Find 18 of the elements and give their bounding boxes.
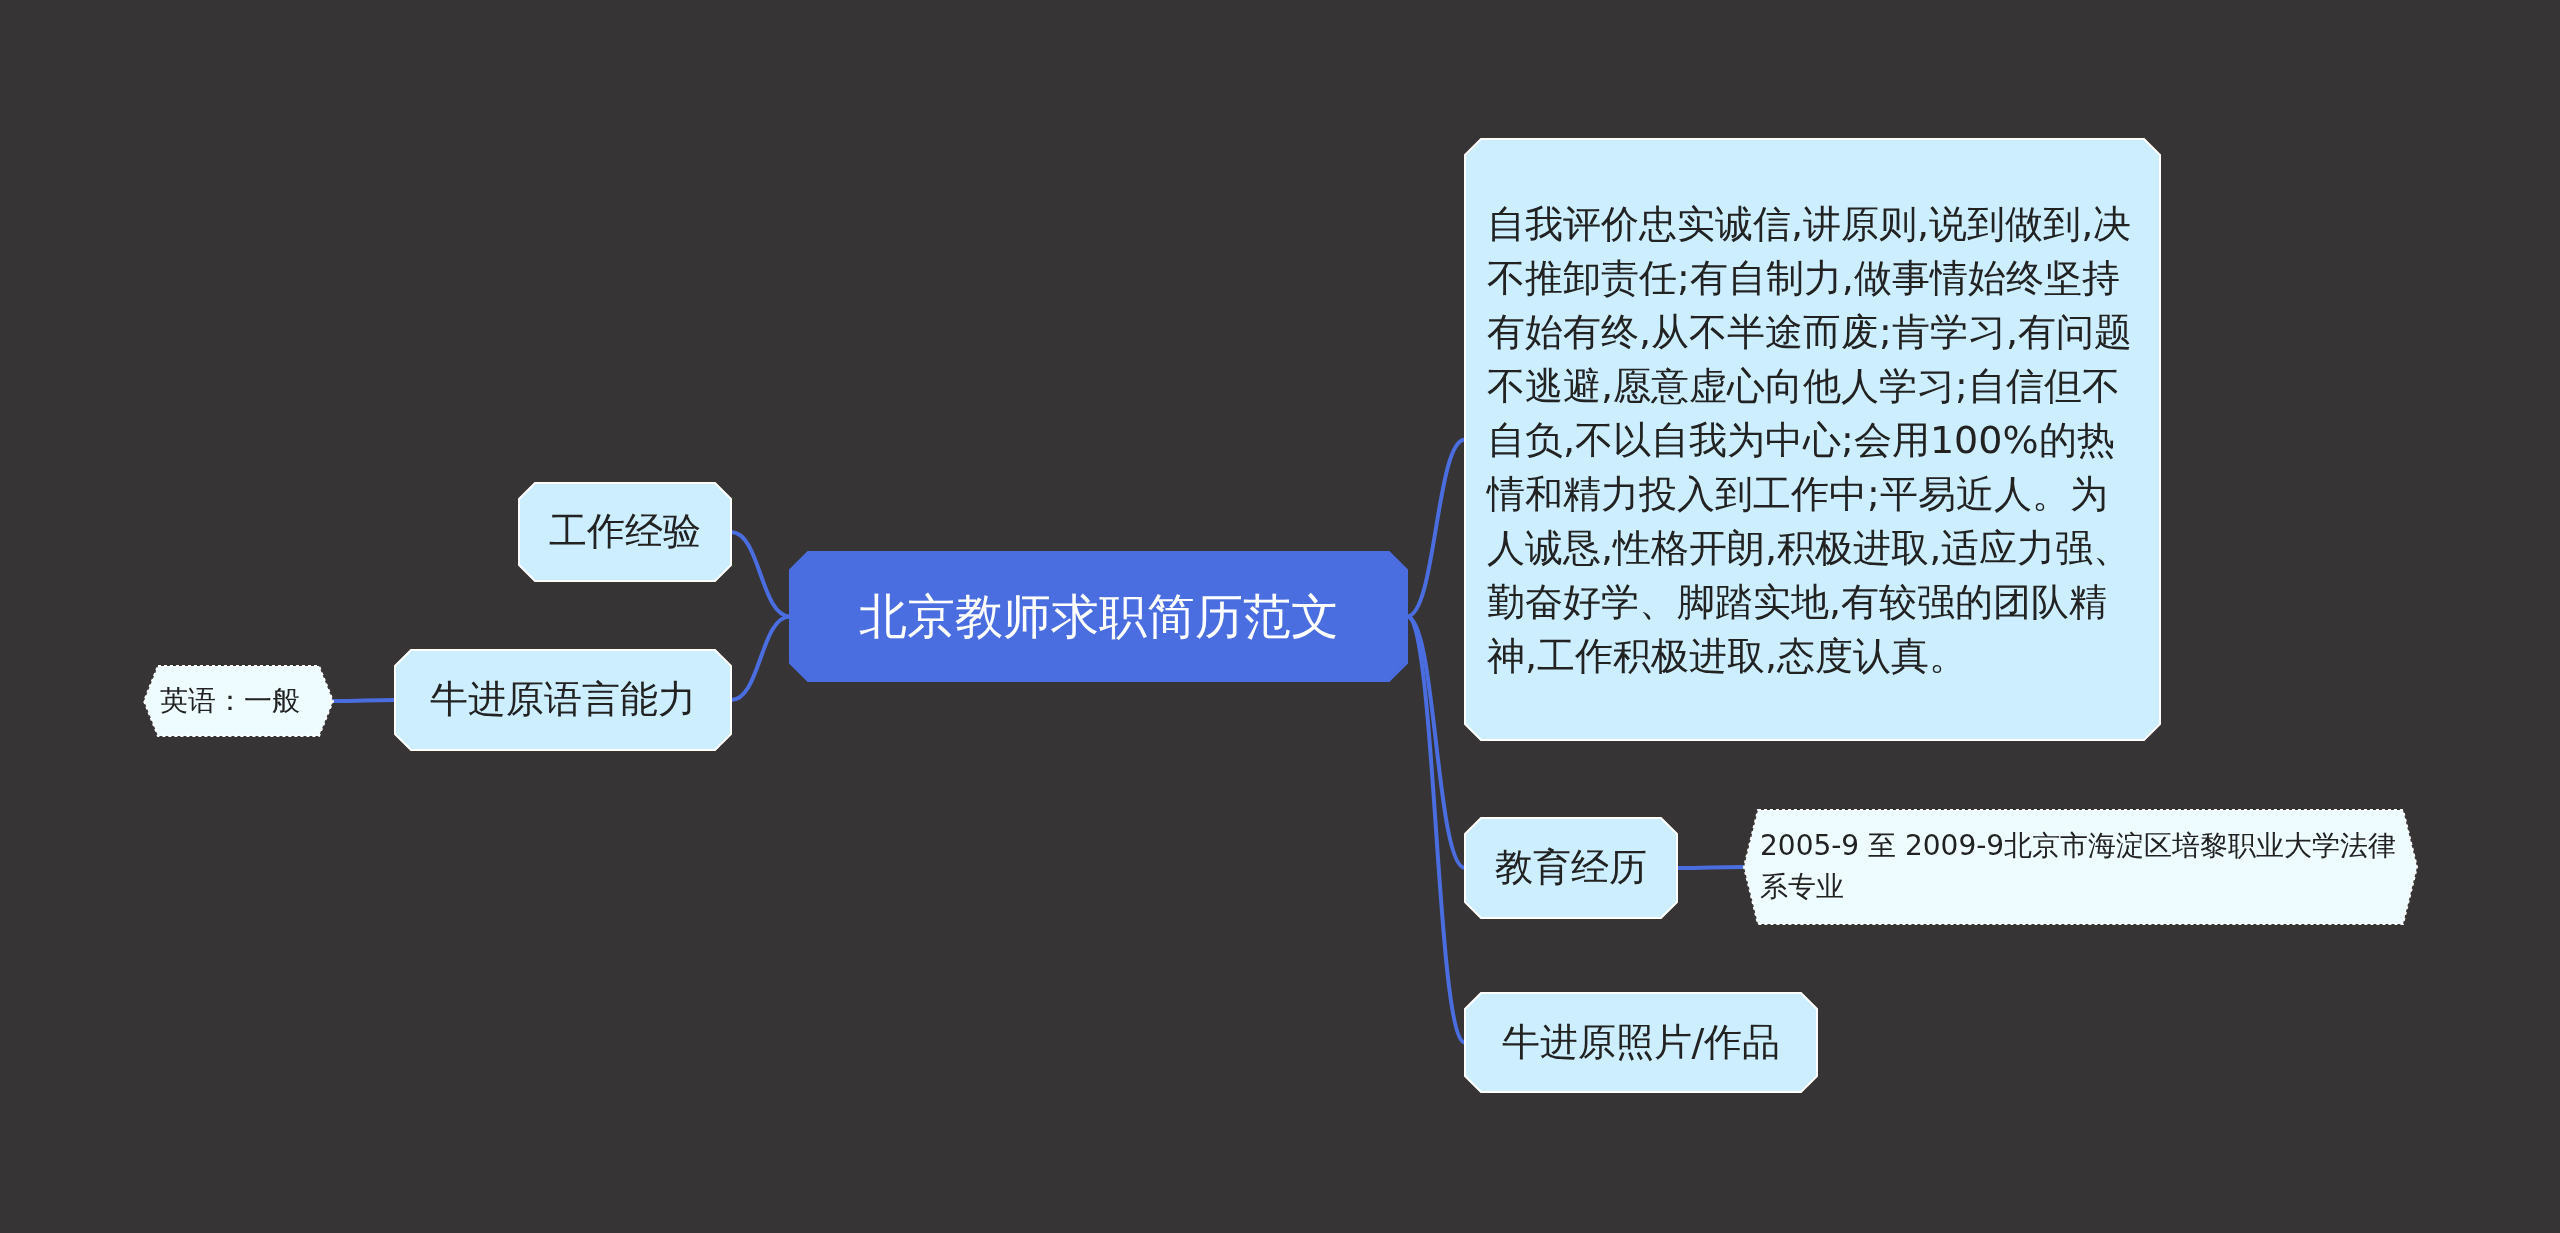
- node-label: 牛进原语言能力: [430, 677, 696, 723]
- node-label: 自我评价忠实诚信,讲原则,说到做到,决不推卸责任;有自制力,做事情始终坚持有始有终,从不半途而废;肯学习,有问题不逃避,愿意虚心向他人学习;自信但不自负,不以自我为中心;会用100%的热情和精力投入到工作中;平易近人。为人诚恳,性格开朗,积极进取,适应力强、勤奋好学、脚踏实地,有较强的团队精神,工作积极进取,态度认真。: [1487, 200, 2133, 680]
- node-label: 牛进原照片/作品: [1501, 1019, 1781, 1066]
- node-label: 2005-9 至 2009-9北京市海淀区培黎职业大学法律系专业: [1760, 828, 2398, 905]
- root-topic-box: [790, 552, 1407, 681]
- topic-box: [1465, 993, 1817, 1092]
- node-label: 北京教师求职简历范文: [858, 587, 1339, 646]
- topic-box: [395, 650, 731, 750]
- node-label: 教育经历: [1495, 845, 1647, 891]
- topic-box: [1465, 818, 1677, 918]
- subtopic-box: [1744, 810, 2417, 924]
- subtopic-box: [144, 666, 333, 736]
- connector: [1677, 865, 1744, 870]
- node-label: 英语：一般: [160, 682, 300, 719]
- topic-box: [519, 483, 731, 581]
- topic-box: [1465, 139, 2160, 740]
- node-label: 工作经验: [549, 509, 701, 555]
- connector: [333, 698, 395, 703]
